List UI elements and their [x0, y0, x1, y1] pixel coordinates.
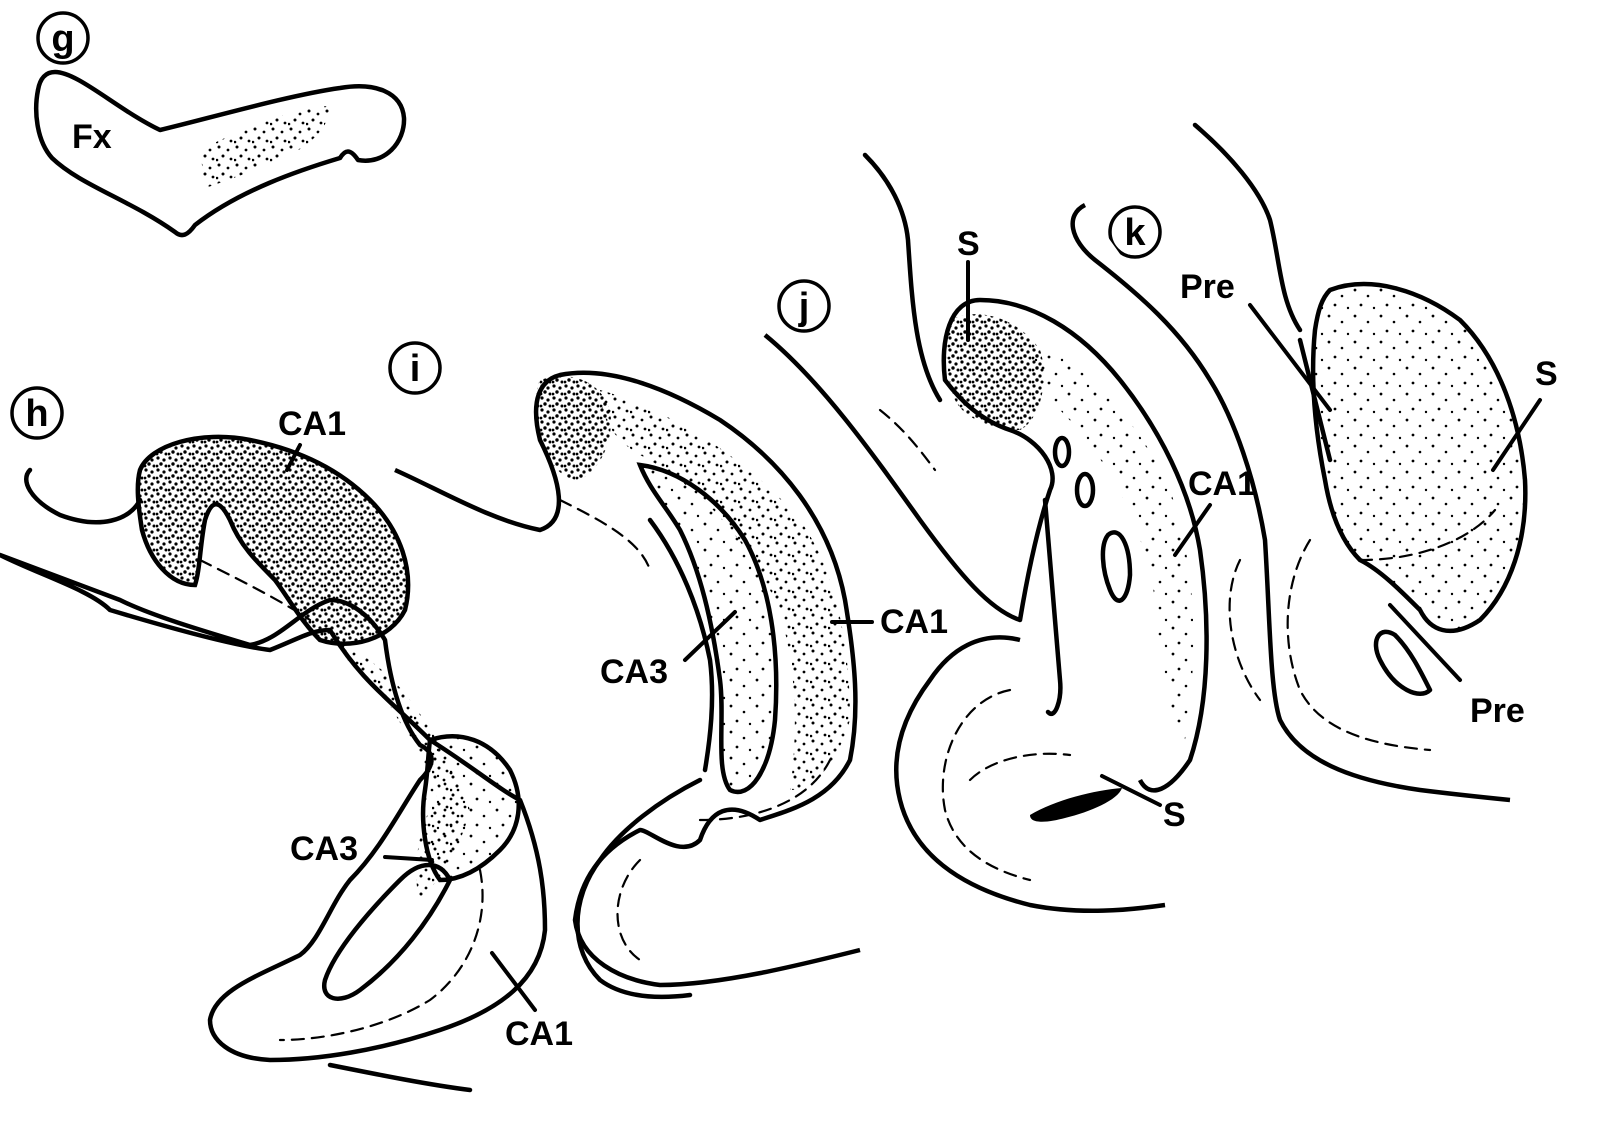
panel-g-letter: g: [51, 18, 74, 60]
panel-h-ca1-bottom-label: CA1: [505, 1015, 573, 1053]
panel-k-dash-2: [1230, 560, 1260, 700]
panel-h-marker: h: [12, 388, 62, 438]
panel-j-dash-3: [880, 410, 935, 470]
panel-h: h CA1 CA3 CA1: [0, 388, 573, 1090]
panel-h-ca1-dense-layer: [138, 437, 408, 644]
panel-j-letter: j: [798, 286, 810, 328]
panel-i-letter: i: [410, 348, 421, 390]
panel-i-ca3-label: CA3: [600, 653, 668, 691]
panel-k-letter: k: [1124, 212, 1146, 254]
panel-i-marker: i: [390, 343, 440, 393]
panel-h-ca3-label: CA3: [290, 830, 358, 868]
panel-j-s-bottom-label: S: [1163, 796, 1186, 834]
panel-k-s-label: S: [1535, 355, 1558, 393]
panel-k-pre-top-label: Pre: [1180, 268, 1235, 306]
panel-i-ca1-label: CA1: [880, 603, 948, 641]
panel-j-ca1-label: CA1: [1188, 465, 1256, 503]
panel-g-marker: g: [38, 13, 88, 63]
fornix-label: Fx: [72, 118, 112, 156]
panel-h-letter: h: [25, 393, 48, 435]
panel-j-top-stalk: [865, 155, 940, 400]
panel-j-s-top-label: S: [957, 225, 980, 263]
panel-h-lower-curve: [330, 1065, 470, 1090]
panel-k-marker: k: [1110, 207, 1160, 257]
panel-k-pre-bottom-label: Pre: [1470, 692, 1525, 730]
panel-h-ca1-top-label: CA1: [278, 405, 346, 443]
panel-g: g Fx: [36, 13, 404, 235]
panel-j-marker: j: [779, 281, 829, 331]
panel-h-top-lip: [26, 470, 140, 522]
